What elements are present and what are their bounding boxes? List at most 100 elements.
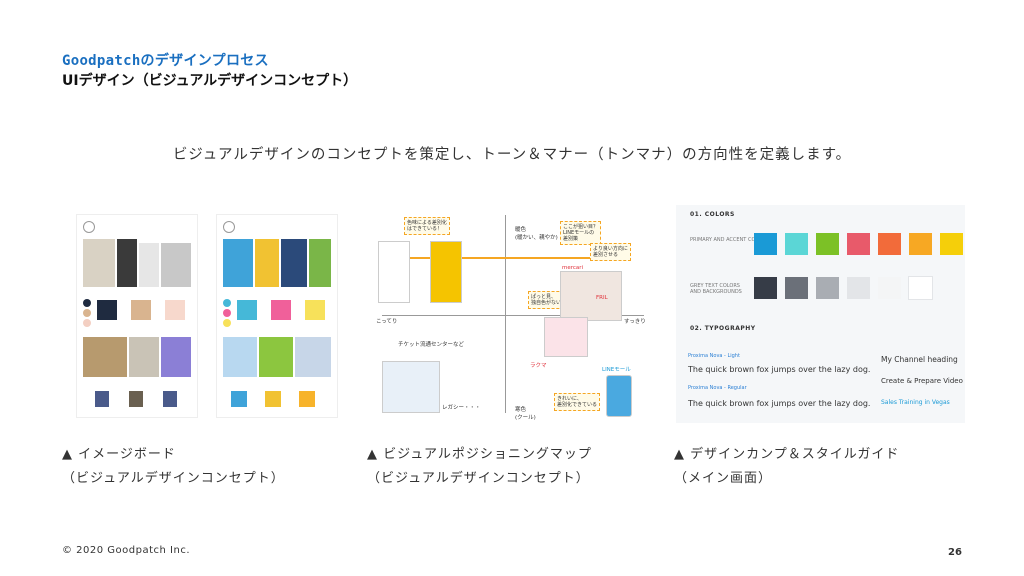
photo-tile — [117, 239, 137, 287]
color-swatch — [909, 233, 932, 255]
photo-tile — [129, 337, 159, 377]
color-swatch — [878, 233, 901, 255]
caption-subtitle: （ビジュアルデザインコンセプト） — [62, 471, 285, 486]
label-mercari: mercari — [562, 265, 584, 271]
photo-tile — [295, 337, 331, 377]
horizontal-axis — [382, 315, 644, 316]
heading-sample-2: Create & Prepare Video — [881, 377, 963, 385]
caption-title: ▲ イメージボード — [62, 447, 176, 462]
color-dot — [83, 309, 91, 317]
label-ticket: チケット流通センターなど — [398, 342, 465, 348]
page-title: Goodpatchのデザインプロセス — [62, 53, 269, 69]
icon-tile — [95, 391, 109, 407]
caption-style-guide: ▲ デザインカンプ＆スタイルガイド （メイン画面） — [674, 443, 899, 491]
photo-tile — [83, 239, 115, 287]
color-swatch — [237, 300, 257, 320]
moodboard-marker — [83, 221, 95, 233]
image-board-figure — [75, 205, 339, 423]
font-name-light: Proxima Nova - Light — [688, 353, 740, 359]
type-sample-regular: The quick brown fox jumps over the lazy … — [688, 399, 871, 408]
photo-tile — [281, 239, 307, 287]
moodboard-left — [77, 215, 197, 417]
photo-tile — [139, 243, 159, 287]
icon-tile — [231, 391, 247, 407]
caption-positioning-map: ▲ ビジュアルポジショニングマップ （ビジュアルデザインコンセプト） — [367, 443, 592, 491]
axis-label-right: すっきり — [624, 319, 646, 325]
color-swatch — [271, 300, 291, 320]
caption-subtitle: （メイン画面） — [674, 471, 773, 486]
color-dot — [223, 319, 231, 327]
typography-heading: 02. TYPOGRAPHY — [690, 325, 756, 332]
heading-sample-1: My Channel heading — [881, 355, 958, 364]
photo-tile — [259, 337, 293, 377]
direction-arrow — [392, 257, 628, 259]
axis-label-bottom: 寒色 (クール) — [515, 407, 536, 421]
heading-sample-3: Sales Training in Vegas — [881, 399, 950, 406]
color-swatch — [165, 300, 185, 320]
font-name-regular: Proxima Nova - Regular — [688, 385, 747, 391]
lead-text: ビジュアルデザインのコンセプトを策定し、トーン＆マナー（トンマナ）の方向性を定義… — [172, 147, 852, 163]
color-swatch — [785, 277, 808, 299]
icon-tile — [299, 391, 315, 407]
color-swatch — [816, 233, 839, 255]
color-swatch — [785, 233, 808, 255]
icon-tile — [265, 391, 281, 407]
moodboard-marker — [223, 221, 235, 233]
photo-tile — [83, 337, 127, 377]
color-swatch — [754, 233, 777, 255]
label-fril: FRIL — [596, 295, 608, 301]
color-swatch — [97, 300, 117, 320]
caption-title: ▲ デザインカンプ＆スタイルガイド — [674, 447, 900, 462]
label-retro: レガシー・・・ — [442, 405, 481, 411]
photo-tile — [309, 239, 331, 287]
colors-heading: 01. COLORS — [690, 211, 735, 218]
primary-colors-label: PRIMARY AND ACCENT COLORS — [690, 237, 769, 243]
photo-tile — [223, 239, 253, 287]
color-swatch — [847, 233, 870, 255]
vertical-axis — [505, 215, 506, 413]
app-screenshot — [606, 375, 632, 417]
app-screenshot — [560, 271, 622, 321]
axis-label-top: 暖色 (暖かい、親やか) — [515, 227, 558, 241]
moodboard-right — [217, 215, 337, 417]
photo-tile — [255, 239, 279, 287]
color-dot — [223, 309, 231, 317]
annotation-note: ここが狙い目？ LINEモールの 差別策 — [560, 221, 602, 245]
color-swatch — [305, 300, 325, 320]
color-swatch — [754, 277, 777, 299]
caption-image-board: ▲ イメージボード （ビジュアルデザインコンセプト） — [62, 443, 285, 491]
color-swatch — [131, 300, 151, 320]
color-dot — [83, 319, 91, 327]
color-swatch — [816, 277, 839, 299]
icon-tile — [163, 391, 177, 407]
label-rakuma: ラクマ — [530, 363, 547, 369]
grey-colors-label: GREY TEXT COLORS AND BACKGROUNDS — [690, 283, 742, 295]
page-subtitle: UIデザイン（ビジュアルデザインコンセプト） — [62, 73, 358, 89]
color-swatch — [909, 277, 932, 299]
annotation-note: より良い方向に 差別させる — [590, 243, 631, 261]
photo-tile — [161, 243, 191, 287]
label-linemall: LINEモール — [602, 367, 631, 373]
annotation-note: きれいに、 差別化できている — [554, 393, 601, 411]
annotation-note: 色味による差別化 はできている！ — [404, 217, 450, 235]
page-number: 26 — [948, 547, 962, 558]
copyright: © 2020 Goodpatch Inc. — [62, 545, 191, 556]
photo-tile — [161, 337, 191, 377]
app-screenshot — [430, 241, 462, 303]
color-swatch — [940, 233, 963, 255]
positioning-map-figure: 暖色 (暖かい、親やか) 寒色 (クール) こってり すっきり 色味による差別化… — [370, 205, 658, 423]
type-sample-light: The quick brown fox jumps over the lazy … — [688, 365, 871, 374]
photo-tile — [223, 337, 257, 377]
style-guide-figure: 01. COLORS PRIMARY AND ACCENT COLORS GRE… — [676, 205, 965, 423]
annotation-note: ぱっと見、 独自色がない — [528, 291, 565, 309]
icon-tile — [129, 391, 143, 407]
app-screenshot — [378, 241, 410, 303]
color-dot — [223, 299, 231, 307]
color-swatch — [878, 277, 901, 299]
caption-title: ▲ ビジュアルポジショニングマップ — [367, 447, 592, 462]
web-screenshot — [382, 361, 440, 413]
caption-subtitle: （ビジュアルデザインコンセプト） — [367, 471, 590, 486]
color-dot — [83, 299, 91, 307]
axis-label-left: こってり — [376, 319, 398, 325]
app-screenshot — [544, 317, 588, 357]
